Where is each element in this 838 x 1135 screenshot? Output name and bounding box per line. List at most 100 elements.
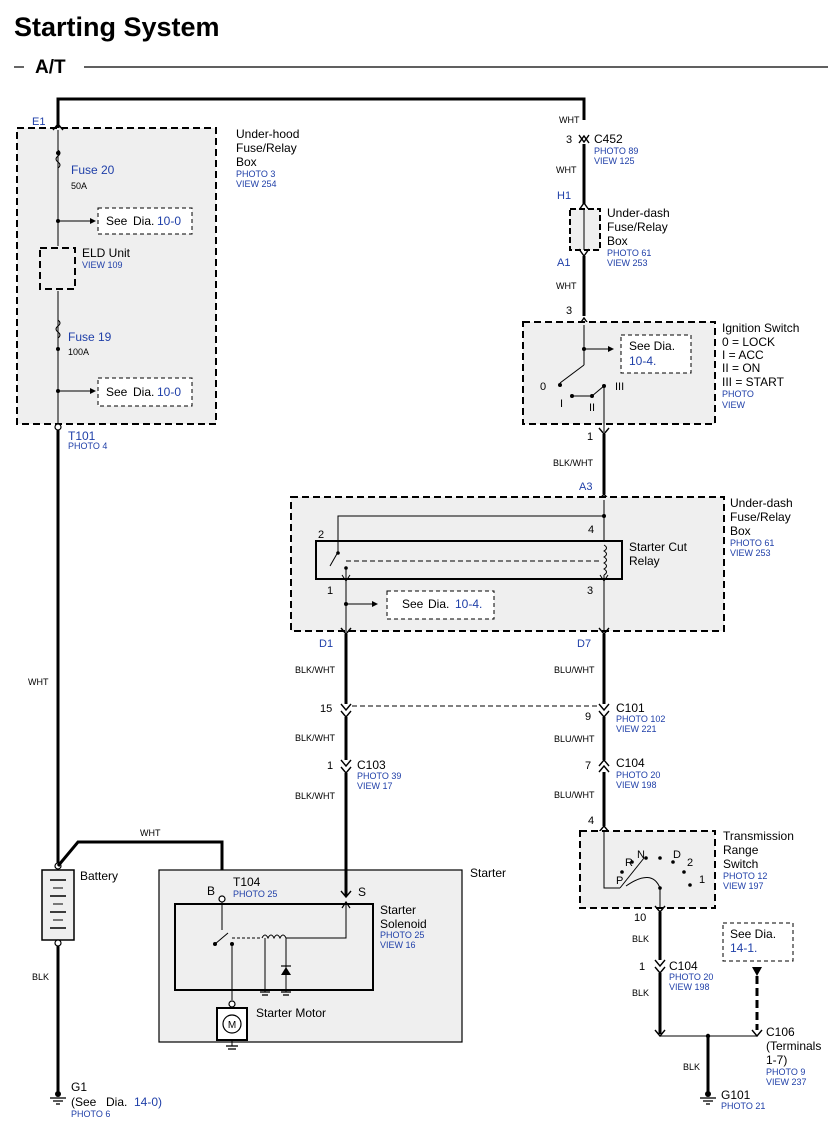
right-chain-wire-1: BLU/WHT xyxy=(554,665,595,675)
see1-prefix: See xyxy=(106,214,128,228)
relaybox-label-2: Fuse/Relay xyxy=(730,510,791,524)
c452-connector xyxy=(578,134,590,144)
underhood-label-1: Under-hood xyxy=(236,127,299,141)
c103-view: VIEW 17 xyxy=(357,781,393,791)
c101-pin: 9 xyxy=(585,711,591,723)
c452-wire-top: WHT xyxy=(559,115,580,125)
c101-right-connector xyxy=(598,703,610,712)
c101-right-connector xyxy=(598,710,610,719)
left-chain-pin15: 15 xyxy=(320,703,332,715)
t104-terminal xyxy=(218,895,226,903)
trs-pos-d: D xyxy=(673,849,681,861)
battery-bottom-terminal xyxy=(54,939,62,947)
trs-contact-dot xyxy=(671,860,675,864)
see14-text: See Dia. xyxy=(730,927,776,941)
see1-ref: 10-0 xyxy=(157,214,181,228)
trs-pos-p: P xyxy=(616,875,623,887)
trs-contact-dot xyxy=(688,883,692,887)
c106-photo: PHOTO 9 xyxy=(766,1067,805,1077)
ignition-pos-0: 0 xyxy=(540,381,546,393)
c104b-connector xyxy=(654,966,666,975)
c452-view: VIEW 125 xyxy=(594,156,635,166)
fuse20-amp: 50A xyxy=(71,181,87,191)
ignition-wire-out: BLK/WHT xyxy=(553,458,594,468)
c101-photo: PHOTO 102 xyxy=(616,714,665,724)
right-chain-wire-2: BLU/WHT xyxy=(554,734,595,744)
relay-see-arrow xyxy=(372,601,378,607)
solenoid-coil xyxy=(261,934,287,940)
g1-see-prefix: (See xyxy=(71,1095,97,1109)
see1-arrow xyxy=(90,218,96,224)
see1-dia: Dia. xyxy=(133,214,154,228)
relay-pin1-connector xyxy=(341,574,351,582)
trs-input-wire xyxy=(603,832,620,889)
relay-pin2-wire xyxy=(337,515,604,540)
c452-photo: PHOTO 89 xyxy=(594,146,638,156)
c104-connector xyxy=(598,764,610,773)
trs-pos-1: 1 xyxy=(699,874,705,886)
ignition-see-box xyxy=(620,334,692,374)
underdash1-photo: PHOTO 61 xyxy=(607,248,651,258)
t104-label: T104 xyxy=(233,875,261,889)
s-connector xyxy=(341,900,351,909)
relay-contact-blade xyxy=(329,551,339,567)
ignition-contact-dot xyxy=(558,383,562,387)
starter-motor-label: Starter Motor xyxy=(256,1006,326,1020)
ignition-view: VIEW xyxy=(722,400,746,410)
ignition-blade xyxy=(559,364,585,384)
trs-wire-2: BLK xyxy=(632,988,649,998)
underhood-e1: E1 xyxy=(32,116,45,128)
motor-terminal xyxy=(228,1000,236,1008)
fuse20-label: Fuse 20 xyxy=(71,163,115,177)
g101-wire-label: BLK xyxy=(683,1062,700,1072)
c452-wire-bottom: WHT xyxy=(556,165,577,175)
left-wire-wht: WHT xyxy=(28,677,49,687)
trs-box xyxy=(579,830,716,909)
motor-symbol: M xyxy=(228,1020,236,1031)
c101-left-connector xyxy=(340,703,352,712)
trs-view: VIEW 197 xyxy=(723,881,764,891)
c104b-label: C104 xyxy=(669,959,698,973)
ignition-photo: PHOTO xyxy=(722,389,754,399)
g1-dot xyxy=(55,1091,61,1097)
solenoid-view: VIEW 16 xyxy=(380,940,416,950)
c452-connector xyxy=(578,134,590,144)
underdash1-label-1: Under-dash xyxy=(607,206,670,220)
trs-pin-out: 10 xyxy=(634,912,646,924)
fuse19-symbol xyxy=(55,319,61,339)
eld-label: ELD Unit xyxy=(82,246,131,260)
left-chain-wire-1: BLK/WHT xyxy=(295,665,336,675)
ignition-pos-3: III xyxy=(615,381,624,393)
c104-photo: PHOTO 20 xyxy=(616,770,660,780)
relaybox-d1: D1 xyxy=(319,638,333,650)
solenoid-contact xyxy=(214,932,229,945)
page-title: Starting System xyxy=(14,12,220,42)
solenoid-contact-dot xyxy=(213,942,217,946)
ignition-position-0: 0 = LOCK xyxy=(722,335,775,349)
relay-pin-1: 1 xyxy=(327,585,333,597)
battery-to-starter-wire xyxy=(56,840,224,896)
see14-box xyxy=(722,922,794,962)
c106-right-connector xyxy=(751,1029,763,1038)
t101-label: T101 xyxy=(68,429,96,443)
relay-label-2: Relay xyxy=(629,554,660,568)
trs-output-dot xyxy=(658,886,662,890)
g101-dot xyxy=(705,1091,711,1097)
c104-view: VIEW 198 xyxy=(616,780,657,790)
c104b-pin: 1 xyxy=(639,961,645,973)
see2-dia: Dia. xyxy=(133,385,154,399)
solenoid-label-1: Starter xyxy=(380,903,416,917)
left-chain-wire-3: BLK/WHT xyxy=(295,791,336,801)
underdash1-label-3: Box xyxy=(607,234,628,248)
trs-label-2: Range xyxy=(723,843,759,857)
trs-contact-dot xyxy=(658,856,662,860)
see14-arrow xyxy=(752,967,762,976)
diode-icon xyxy=(281,967,291,975)
relay-see-prefix: See xyxy=(402,597,424,611)
g1-see-ref: 14-0) xyxy=(134,1095,162,1109)
starter-b-label: B xyxy=(207,884,215,898)
page-subtitle: A/T xyxy=(35,57,66,78)
relay-contact-dot xyxy=(336,551,340,555)
relay-pin3-connector xyxy=(599,574,609,582)
fuse19-amp: 100A xyxy=(68,347,89,357)
